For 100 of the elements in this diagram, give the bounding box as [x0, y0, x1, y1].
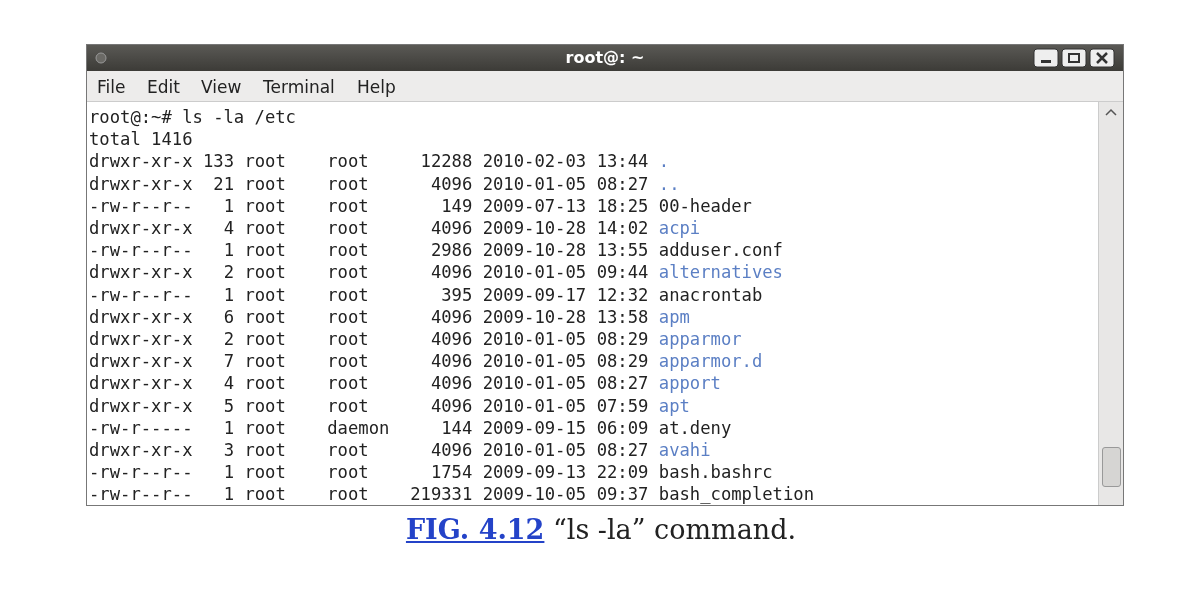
time: 13:44 [596, 151, 649, 172]
group: root [327, 462, 369, 483]
group: root [327, 484, 369, 505]
date: 2010-01-05 [482, 351, 587, 372]
file-size: 144 [440, 417, 473, 438]
owner: root [244, 240, 286, 261]
group: root [327, 195, 369, 216]
file-name: bash_completion [658, 484, 814, 505]
file-name: apt [658, 395, 690, 416]
file-name: acpi [658, 218, 701, 238]
time: 12:32 [596, 284, 649, 305]
file-size: 4096 [429, 351, 473, 372]
link-count: 7 [222, 351, 235, 372]
link-count: 6 [222, 306, 235, 327]
owner: root [244, 195, 286, 216]
file-name: 00-header [658, 195, 752, 216]
group: root [327, 240, 369, 261]
link-count: 1 [222, 195, 235, 216]
file-size: 4096 [429, 395, 473, 416]
link-count: 1 [222, 462, 235, 483]
link-count: 2 [222, 262, 235, 283]
link-count: 5 [222, 395, 235, 416]
permissions: drwxr-xr-x [89, 306, 193, 327]
permissions: drwxr-xr-x [89, 395, 193, 416]
owner: root [244, 417, 286, 438]
owner: root [244, 262, 286, 283]
link-count: 133 [202, 151, 235, 172]
time: 18:25 [596, 195, 649, 216]
group: root [327, 218, 369, 238]
date: 2009-10-28 [482, 306, 587, 327]
file-name: apm [658, 306, 690, 327]
figure-caption: FIG. 4.12 “ls -la” command. [404, 514, 798, 545]
time: 08:27 [596, 440, 649, 460]
permissions: -rw-r----- [89, 417, 193, 438]
file-size: 395 [440, 284, 473, 305]
owner: root [244, 284, 286, 305]
date: 2009-10-28 [482, 240, 587, 261]
group: root [327, 151, 369, 172]
permissions: -rw-r--r-- [89, 462, 193, 483]
file-size: 149 [440, 195, 473, 216]
date: 2010-01-05 [482, 373, 587, 394]
file-name: avahi [658, 440, 711, 460]
file-name: adduser.conf [658, 240, 783, 261]
owner: root [244, 395, 286, 416]
time: 08:29 [596, 329, 649, 349]
owner: root [244, 306, 286, 327]
menu-item: Edit [147, 77, 180, 97]
date: 2009-07-13 [482, 195, 587, 216]
file-name: alternatives [658, 262, 783, 283]
group: root [327, 173, 369, 194]
owner: root [244, 351, 286, 372]
menu-item: File [97, 77, 126, 97]
file-size: 12288 [419, 151, 473, 172]
time: 08:29 [596, 351, 649, 372]
file-name: at.deny [658, 417, 732, 438]
date: 2010-01-05 [482, 173, 587, 194]
file-size: 4096 [429, 262, 473, 283]
owner: root [244, 151, 286, 172]
file-size: 4096 [429, 173, 473, 194]
time: 14:02 [596, 218, 649, 238]
group: root [327, 306, 369, 327]
file-size: 4096 [429, 373, 473, 394]
date: 2009-10-28 [482, 218, 587, 238]
file-name: apport [658, 373, 721, 394]
link-count: 4 [222, 218, 235, 238]
date: 2010-01-05 [482, 329, 587, 349]
link-count: 4 [222, 373, 235, 394]
time: 09:37 [596, 484, 649, 505]
group: root [327, 284, 369, 305]
time: 07:59 [596, 395, 649, 416]
owner: root [244, 218, 286, 238]
owner: root [244, 329, 286, 349]
file-name: apparmor.d [658, 351, 763, 372]
permissions: drwxr-xr-x [89, 262, 193, 283]
link-count: 3 [222, 440, 235, 460]
permissions: drwxr-xr-x [89, 329, 193, 349]
group: daemon [327, 417, 390, 438]
menu-item: Terminal [263, 77, 335, 97]
time: 13:55 [596, 240, 649, 261]
owner: root [244, 440, 286, 460]
permissions: -rw-r--r-- [89, 284, 193, 305]
link-count: 1 [222, 484, 235, 505]
group: root [327, 262, 369, 283]
permissions: drwxr-xr-x [89, 351, 193, 372]
date: 2010-02-03 [482, 151, 587, 172]
group: root [327, 329, 369, 349]
permissions: drwxr-xr-x [89, 373, 193, 394]
time: 09:44 [596, 262, 649, 283]
permissions: -rw-r--r-- [89, 484, 193, 505]
file-size: 4096 [429, 329, 473, 349]
link-count: 1 [222, 284, 235, 305]
permissions: drwxr-xr-x [89, 218, 193, 238]
group: root [327, 395, 369, 416]
permissions: drwxr-xr-x [89, 440, 193, 460]
permissions: -rw-r--r-- [89, 195, 193, 216]
file-name: . [658, 151, 670, 172]
menu-item: View [201, 77, 242, 97]
command-prompt: root@:~# ls -la /etc [89, 107, 296, 127]
group: root [327, 373, 369, 394]
file-name: bash.bashrc [658, 462, 773, 483]
